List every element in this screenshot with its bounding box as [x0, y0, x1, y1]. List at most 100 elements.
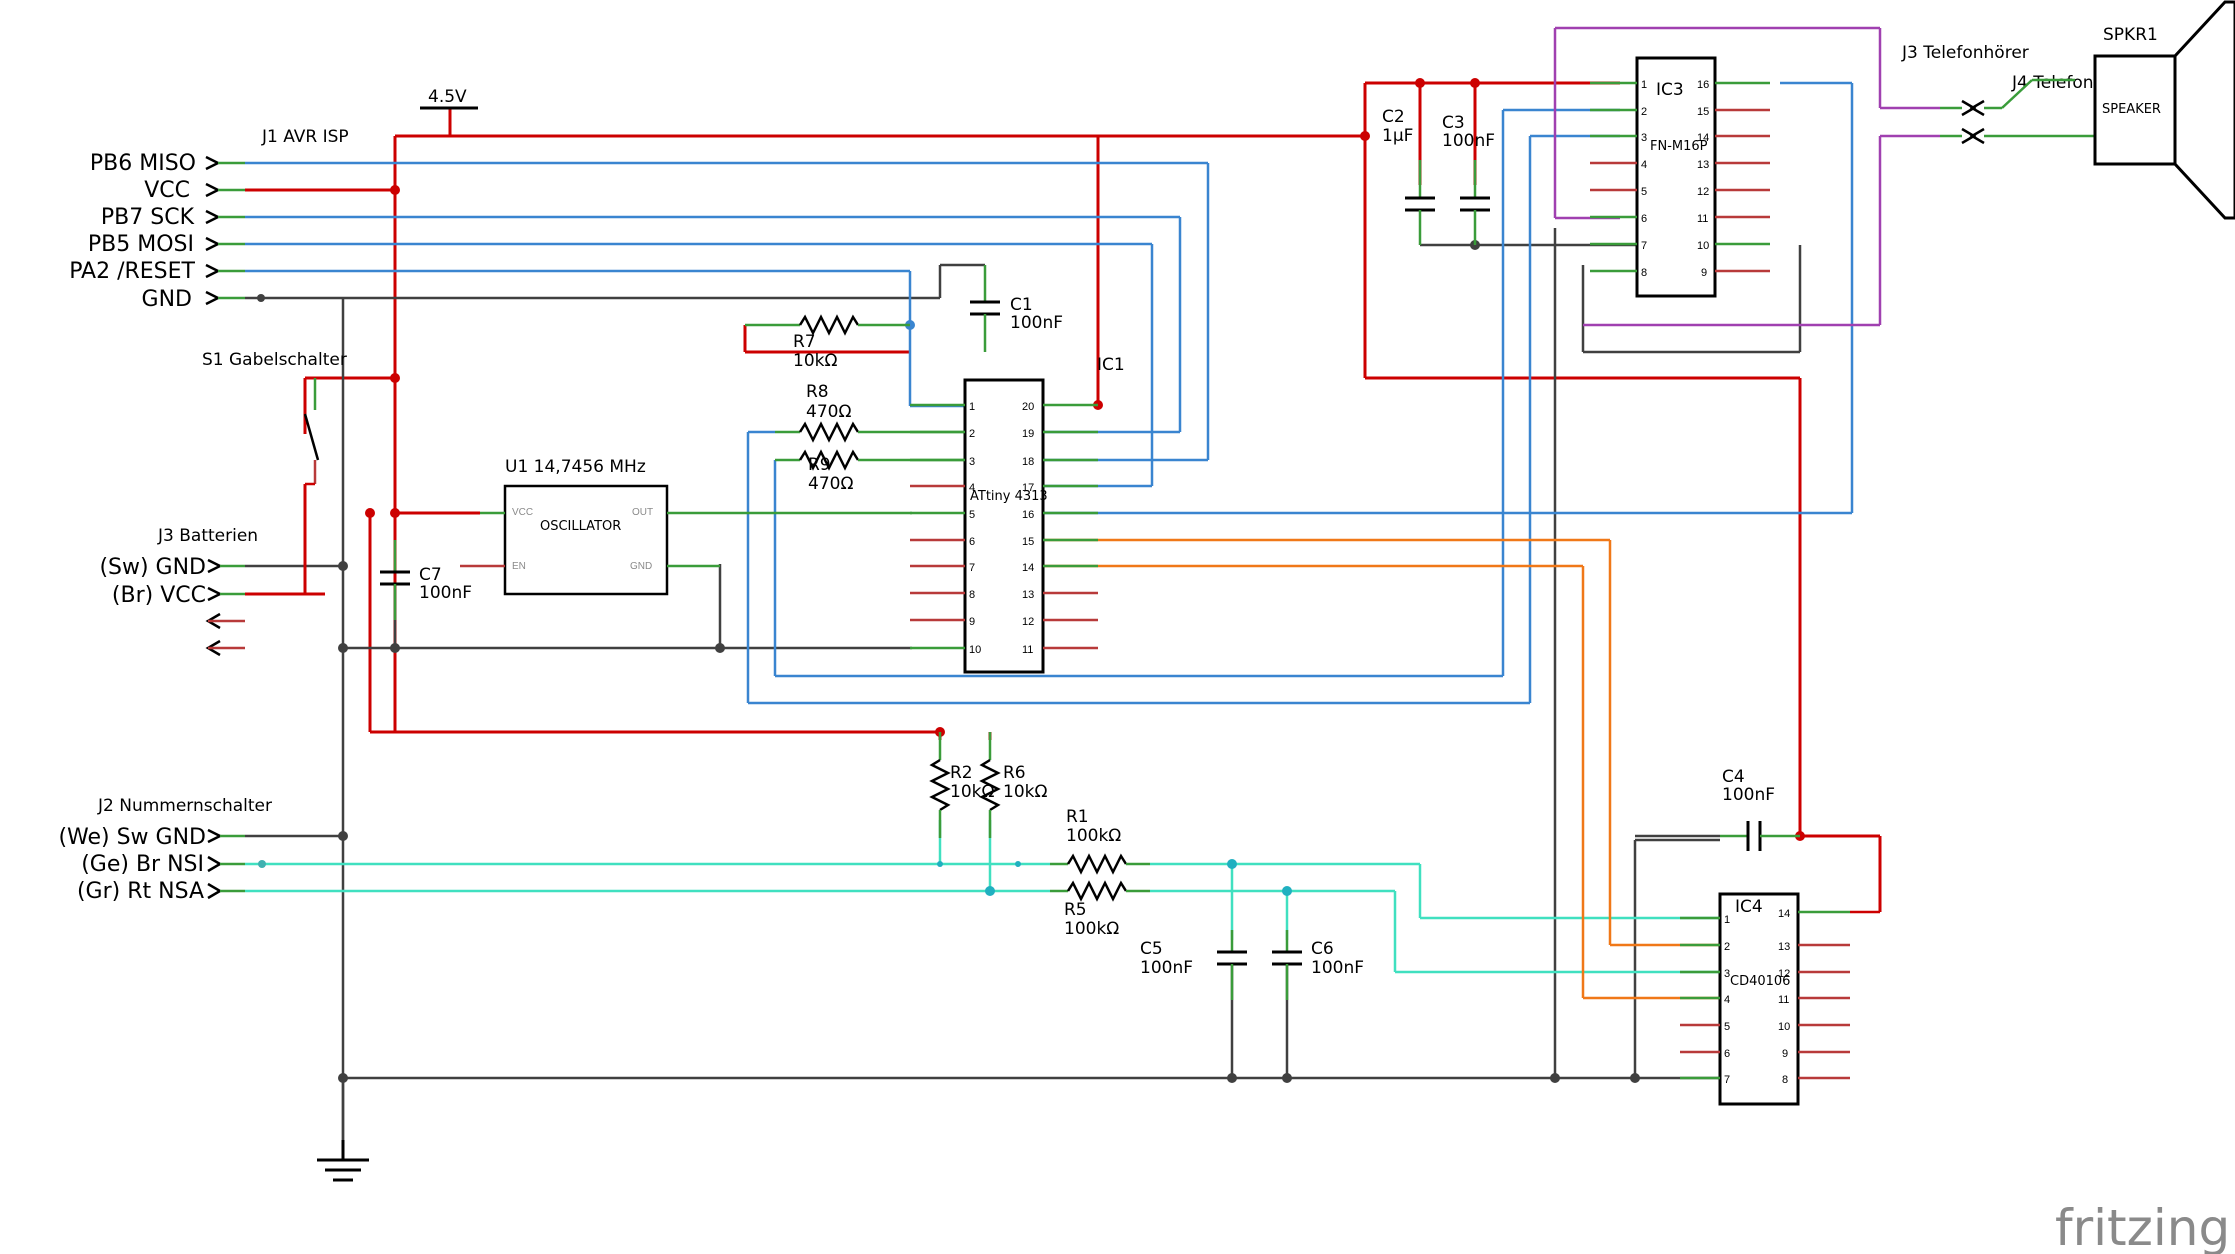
- u1-oscillator: U1 14,7456 MHz OSCILLATOR VCC EN OUT GND: [460, 457, 912, 596]
- supply-4v5: 4.5V: [420, 87, 478, 110]
- svg-text:13: 13: [1778, 941, 1790, 953]
- r2-resistor: R2 10kΩ: [929, 732, 994, 838]
- u1-pin-out: OUT: [632, 507, 653, 518]
- r6-name: R6: [1003, 763, 1026, 783]
- c4-name: C4: [1722, 767, 1745, 787]
- j2-dial-connector: J2 Nummernschalter (We) Sw GND (Ge) Br N…: [58, 796, 272, 904]
- r8-name: R8: [806, 382, 829, 402]
- ic3-part: FN-M16P: [1650, 139, 1708, 154]
- svg-text:20: 20: [1022, 401, 1034, 413]
- c2-capacitor: C2 1µF: [1382, 107, 1435, 245]
- r7-resistor: R7 10kΩ: [745, 314, 910, 371]
- svg-text:9: 9: [1701, 267, 1707, 279]
- svg-text:13: 13: [1697, 159, 1709, 171]
- r7-value: 10kΩ: [793, 351, 837, 371]
- j3-battery-title: J3 Batterien: [157, 526, 258, 546]
- svg-text:7: 7: [1724, 1074, 1730, 1086]
- r9-value: 470Ω: [808, 474, 853, 494]
- svg-text:10: 10: [1697, 240, 1709, 252]
- svg-text:6: 6: [1724, 1048, 1730, 1060]
- ic1-title: IC1: [1097, 355, 1125, 375]
- j3-handset-title: J3 Telefonhörer: [1901, 43, 2029, 63]
- c7-name: C7: [419, 565, 442, 585]
- svg-text:14: 14: [1778, 908, 1790, 920]
- svg-text:5: 5: [1641, 186, 1647, 198]
- c5-value: 100nF: [1140, 958, 1193, 978]
- r5-resistor: R5 100kΩ: [1050, 880, 1150, 939]
- spkr-name: SPEAKER: [2102, 102, 2161, 117]
- svg-text:8: 8: [1641, 267, 1647, 279]
- c2-value: 1µF: [1382, 126, 1413, 146]
- j1-pin-label: GND: [142, 287, 192, 312]
- j1-pin-label: PA2 /RESET: [69, 259, 195, 284]
- j2-pin-label: (Gr) Rt NSA: [77, 879, 204, 904]
- svg-text:15: 15: [1022, 536, 1034, 548]
- svg-text:6: 6: [1641, 213, 1647, 225]
- svg-text:5: 5: [1724, 1021, 1730, 1033]
- s1-switch: S1 Gabelschalter: [202, 350, 347, 594]
- svg-text:16: 16: [1697, 79, 1709, 91]
- ic4-part: CD40106: [1730, 974, 1790, 989]
- svg-text:14: 14: [1022, 562, 1034, 574]
- r5-name: R5: [1064, 900, 1087, 920]
- wires-dial: [245, 820, 1720, 974]
- c6-value: 100nF: [1311, 958, 1364, 978]
- svg-text:9: 9: [1782, 1048, 1788, 1060]
- svg-text:2: 2: [1641, 106, 1647, 118]
- u1-pin-vcc: VCC: [512, 507, 533, 518]
- svg-text:12: 12: [1697, 186, 1709, 198]
- j1-pin-label: PB7 SCK: [101, 205, 195, 230]
- wires-signal: [1038, 538, 1720, 1000]
- r1-name: R1: [1066, 807, 1089, 827]
- j3-battery-pin-label: (Br) VCC: [112, 583, 206, 608]
- j2-pin-label: (We) Sw GND: [58, 825, 206, 850]
- svg-text:8: 8: [969, 589, 975, 601]
- junctions: [257, 78, 1805, 1083]
- j3-battery-pin-label: (Sw) GND: [99, 555, 206, 580]
- svg-text:11: 11: [1697, 213, 1708, 225]
- r7-name: R7: [793, 332, 816, 352]
- svg-text:4: 4: [1641, 159, 1647, 171]
- svg-text:12: 12: [1778, 968, 1790, 980]
- c3-value: 100nF: [1442, 131, 1495, 151]
- c1-capacitor: C1 100nF: [970, 265, 1063, 352]
- ic1-part: ATtiny 4313: [970, 489, 1048, 504]
- svg-text:3: 3: [969, 456, 975, 468]
- j1-connector: J1 AVR ISP PB6 MISO VCC PB7 SCK PB5 MOSI…: [69, 127, 349, 312]
- r1-resistor: R1 100kΩ: [1050, 807, 1150, 875]
- spkr1-speaker: SPKR1 SPEAKER: [2093, 0, 2235, 220]
- c3-name: C3: [1442, 113, 1465, 133]
- svg-text:4: 4: [969, 482, 975, 494]
- c3-capacitor: C3 100nF: [1442, 113, 1495, 245]
- svg-text:3: 3: [1641, 132, 1647, 144]
- r2-name: R2: [950, 763, 973, 783]
- svg-text:10: 10: [969, 644, 981, 656]
- svg-text:19: 19: [1022, 428, 1034, 440]
- c2-name: C2: [1382, 107, 1405, 127]
- svg-text:10: 10: [1778, 1021, 1790, 1033]
- svg-text:4: 4: [1724, 994, 1730, 1006]
- u1-pin-gnd: GND: [630, 561, 652, 572]
- j1-pin-label: VCC: [144, 178, 190, 203]
- svg-text:18: 18: [1022, 456, 1034, 468]
- svg-text:1: 1: [1724, 914, 1730, 926]
- r9-resistor: R9 470Ω: [775, 449, 965, 494]
- ic1-attiny: IC1 ATtiny 4313 123 456: [910, 355, 1125, 674]
- u1-title: U1 14,7456 MHz: [505, 457, 646, 477]
- j1-pin-label: PB6 MISO: [90, 151, 196, 176]
- j1-pin-label: PB5 MOSI: [88, 232, 194, 257]
- c6-capacitor: C6 100nF: [1272, 930, 1364, 1000]
- svg-text:2: 2: [969, 428, 975, 440]
- s1-title: S1 Gabelschalter: [202, 350, 347, 370]
- svg-text:5: 5: [969, 509, 975, 521]
- wires-isp: [245, 81, 1854, 705]
- wires-ground: [245, 228, 1802, 1160]
- ic3-title: IC3: [1656, 80, 1684, 100]
- svg-text:2: 2: [1724, 941, 1730, 953]
- wires-power: [245, 81, 1882, 912]
- ic4-title: IC4: [1735, 897, 1763, 917]
- j3-battery-connector: J3 Batterien (Sw) GND (Br) VCC: [99, 526, 258, 657]
- svg-text:6: 6: [969, 536, 975, 548]
